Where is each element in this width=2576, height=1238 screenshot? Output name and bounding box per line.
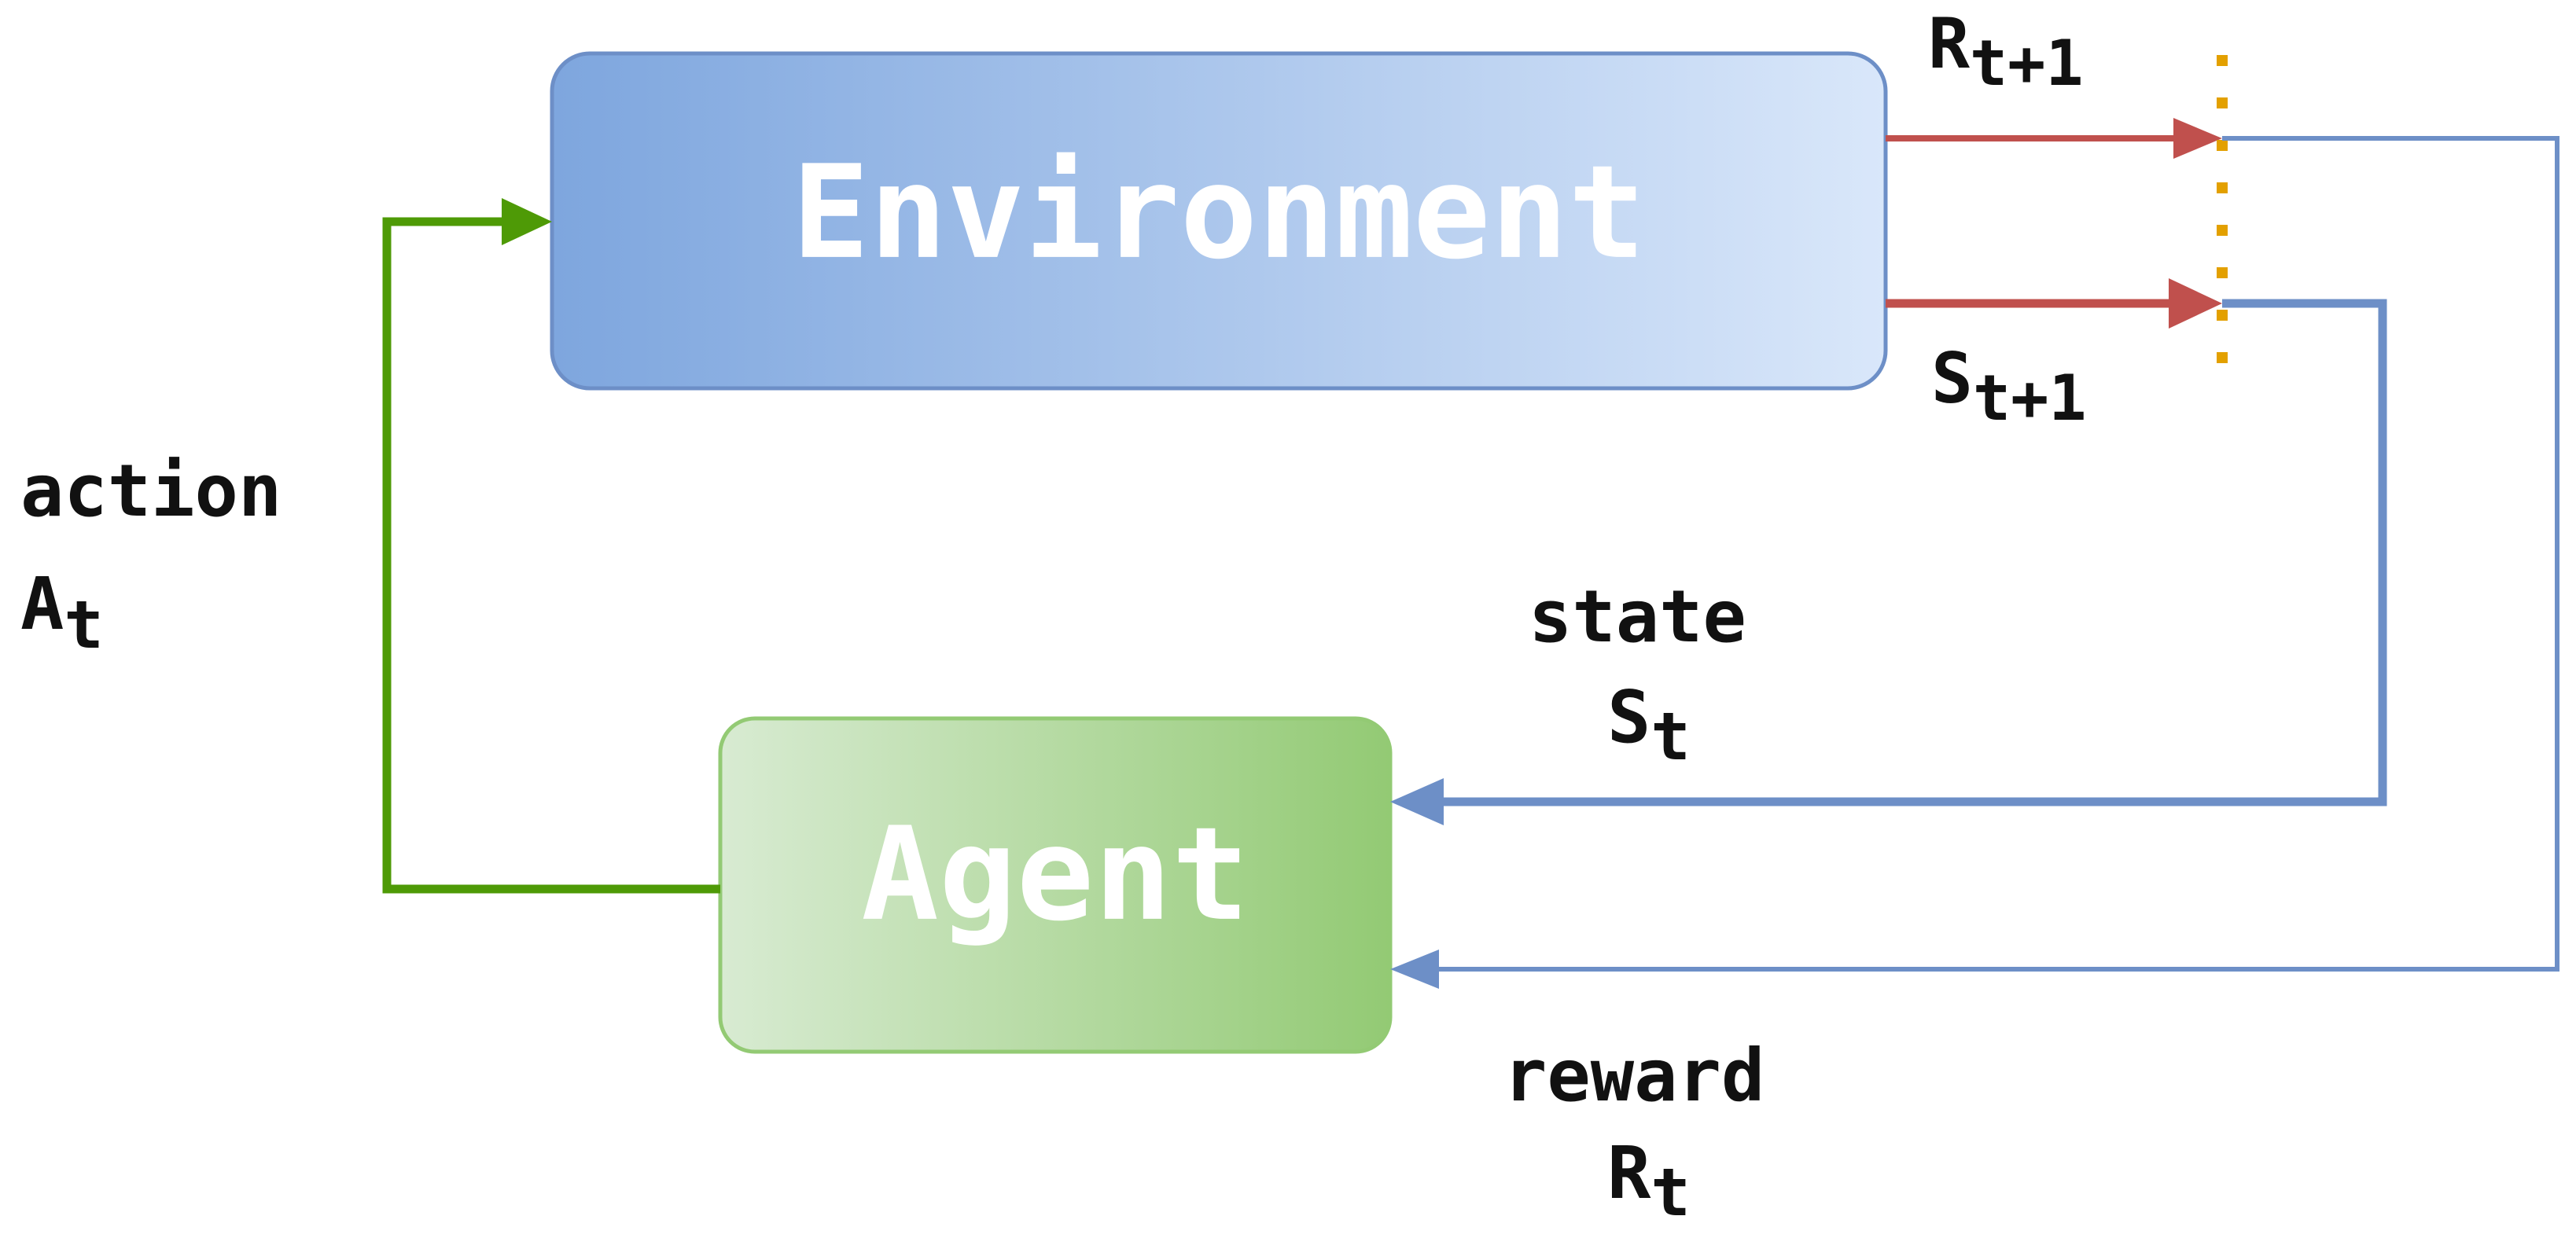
reward-symbol-label: Rt (1607, 1131, 1691, 1231)
state-feedback-line (1431, 299, 2387, 806)
action-arrowhead (502, 198, 552, 245)
reward-word-label: reward (1503, 1034, 1765, 1118)
agent-box: Agent (718, 716, 1393, 1054)
next-state-symbol: S (1931, 338, 1973, 419)
next-state-label: St+1 (1931, 338, 2086, 435)
environment-box: Environment (550, 51, 1888, 391)
environment-label: Environment (792, 138, 1646, 288)
action-word-label: action (20, 449, 282, 533)
reward-feedback-line (1431, 136, 2559, 972)
action-subscript: t (64, 586, 104, 663)
next-reward-symbol: R (1928, 3, 1970, 84)
next-state-arrowhead (2169, 278, 2222, 329)
next-state-subscript: t+1 (1973, 362, 2087, 435)
next-reward-subscript: t+1 (1970, 27, 2084, 100)
state-symbol: S (1607, 675, 1650, 759)
next-reward-label: Rt+1 (1928, 3, 2083, 100)
next-reward-arrowhead (2173, 118, 2222, 159)
action-symbol-label: At (20, 562, 104, 663)
action-arrow-line (382, 217, 720, 894)
state-feedback-arrow (1390, 299, 2387, 825)
reward-symbol: R (1607, 1131, 1651, 1215)
action-symbol: A (20, 562, 64, 646)
state-feedback-arrowhead (1390, 778, 1444, 825)
next-state-arrow (1886, 278, 2222, 329)
reward-feedback-arrow (1390, 136, 2559, 989)
environment-box-shape (550, 51, 1888, 391)
agent-label: Agent (861, 799, 1249, 950)
reward-feedback-arrowhead (1390, 950, 1439, 989)
state-subscript: t (1650, 698, 1691, 775)
state-symbol-label: St (1607, 675, 1691, 775)
state-word-label: state (1529, 575, 1746, 659)
action-arrow (382, 198, 720, 894)
reward-subscript: t (1650, 1154, 1691, 1231)
next-reward-arrow (1886, 118, 2222, 159)
